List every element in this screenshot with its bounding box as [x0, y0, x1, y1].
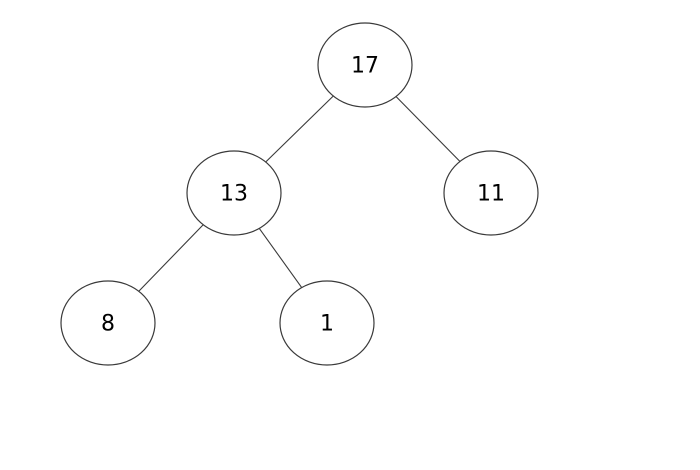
node-label: 1 — [320, 312, 334, 337]
node-label: 11 — [477, 182, 505, 207]
edge-n17-n11 — [395, 96, 461, 162]
tree-node-13: 13 — [186, 150, 282, 236]
node-label: 17 — [351, 54, 379, 79]
edge-n13-n8 — [138, 224, 204, 292]
nodes-layer: 17 13 11 8 1 — [60, 22, 539, 366]
edge-n17-n13 — [265, 95, 334, 163]
node-ellipse — [317, 22, 413, 108]
node-label: 13 — [220, 182, 248, 207]
node-ellipse — [279, 280, 375, 366]
tree-node-11: 11 — [443, 150, 539, 236]
tree-node-17: 17 — [317, 22, 413, 108]
node-ellipse — [60, 280, 156, 366]
node-label: 8 — [101, 312, 115, 337]
edge-n13-n1 — [258, 228, 303, 288]
edges-layer — [138, 95, 461, 292]
tree-node-1: 1 — [279, 280, 375, 366]
node-ellipse — [186, 150, 282, 236]
node-ellipse — [443, 150, 539, 236]
tree-node-8: 8 — [60, 280, 156, 366]
